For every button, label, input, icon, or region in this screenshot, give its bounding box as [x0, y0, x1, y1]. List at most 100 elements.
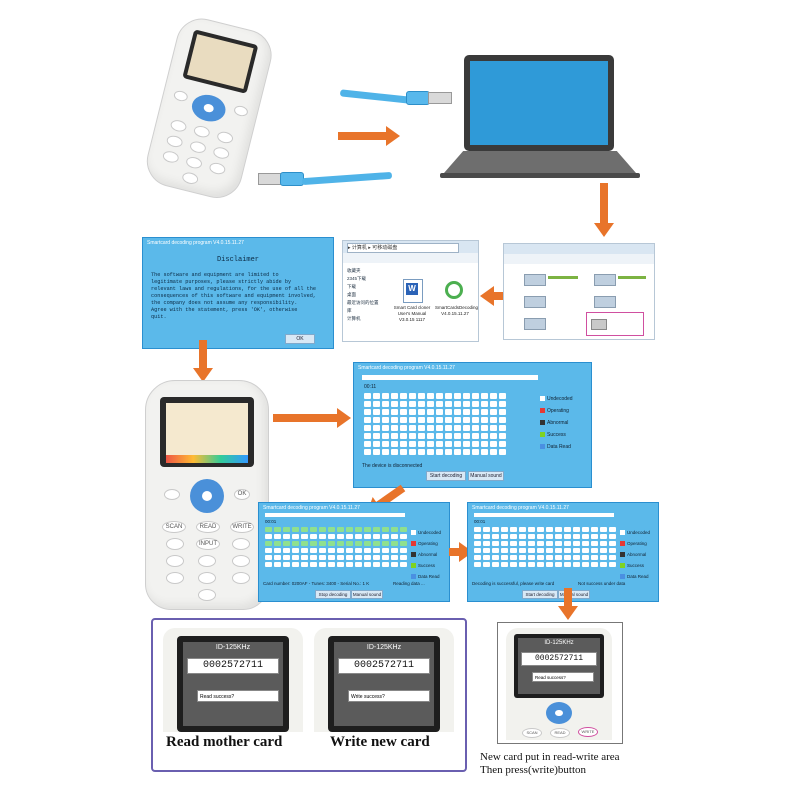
sidebar-item[interactable]: 收藏夹 [347, 268, 361, 273]
legend: Undecoded Operating Abnormal Success Dat… [620, 527, 650, 582]
sector-cell [301, 541, 308, 546]
sector-cell [490, 441, 497, 447]
sector-cell [445, 449, 452, 455]
sector-cell [600, 527, 607, 532]
sector-cell [555, 555, 562, 560]
sector-cell [310, 562, 317, 567]
sector-cell [555, 534, 562, 539]
sector-cell [301, 534, 308, 539]
sector-cell [274, 555, 281, 560]
sidebar-item[interactable]: 下载 [347, 284, 356, 289]
read-key[interactable]: READ [196, 521, 220, 533]
sector-cell [445, 417, 452, 423]
sector-cell [409, 409, 416, 415]
stop-decoding-button[interactable]: Stop decoding [315, 590, 351, 599]
sector-cell [355, 534, 362, 539]
sector-label: 00:01 [474, 519, 486, 524]
sector-cell [454, 393, 461, 399]
legend: Undecoded Operating Abnormal Success Dat… [411, 527, 441, 582]
caption-new-card-1: New card put in read-write area [480, 751, 620, 763]
sector-cell [319, 562, 326, 567]
scan-key[interactable]: SCAN [162, 521, 186, 533]
sector-cell [292, 541, 299, 546]
sector-cell [472, 409, 479, 415]
sector-cell [564, 541, 571, 546]
sector-label: 00:01 [265, 519, 277, 524]
sidebar-item[interactable]: 计算机 [347, 316, 361, 321]
app-icon[interactable] [445, 281, 463, 299]
dpad-icon [189, 91, 229, 125]
scan-key[interactable]: SCAN [522, 728, 542, 738]
disclaimer-heading: Disclaimer [216, 256, 259, 264]
manual-sound-button[interactable]: Manual sound [351, 590, 383, 599]
write-key[interactable]: WRITE [578, 727, 598, 737]
sector-cell [519, 562, 526, 567]
card-number: 0002572711 [521, 652, 597, 666]
sector-cell [474, 527, 481, 532]
sector-cell [490, 401, 497, 407]
sector-cell [400, 534, 407, 539]
sidebar-item[interactable]: 桌面 [347, 292, 356, 297]
sector-cell [283, 548, 290, 553]
sector-cell [364, 555, 371, 560]
dpad-icon[interactable] [190, 479, 224, 513]
sector-cell [292, 548, 299, 553]
sector-cell [555, 541, 562, 546]
sector-cell [346, 548, 353, 553]
sidebar-item[interactable]: 最近访问的位置 [347, 300, 379, 305]
sector-cell [391, 401, 398, 407]
sector-cell [582, 534, 589, 539]
sector-cell [391, 534, 398, 539]
sector-cell [283, 555, 290, 560]
sector-cell [481, 433, 488, 439]
sector-cell [490, 393, 497, 399]
read-key[interactable]: READ [550, 728, 570, 738]
sector-cell [591, 534, 598, 539]
sector-cell [582, 562, 589, 567]
sector-cell [265, 527, 272, 532]
write-key[interactable]: WRITE [230, 521, 254, 533]
legend: Undecoded Operating Abnormal Success Dat… [540, 393, 573, 453]
arrow-down-icon [558, 588, 578, 620]
dpad-icon[interactable] [546, 702, 572, 724]
window-title: Smartcard decoding program V4.0.15.11.27 [472, 505, 569, 511]
sector-cell [582, 548, 589, 553]
file-label[interactable]: SmartCardsDecoding V4.0.15.11.27 [435, 305, 479, 316]
ok-key[interactable]: OK [234, 489, 250, 500]
sector-cell [609, 534, 616, 539]
left-key[interactable] [164, 489, 180, 500]
input-key[interactable]: INPUT [196, 538, 220, 550]
card-type: ID-125KHz [544, 640, 574, 646]
sector-cell [600, 555, 607, 560]
sector-cell [265, 562, 272, 567]
ok-button[interactable]: OK [285, 334, 315, 344]
manual-sound-button[interactable]: Manual sound [468, 471, 504, 481]
sector-cell [436, 433, 443, 439]
sector-cell [373, 534, 380, 539]
sector-cell [528, 555, 535, 560]
explorer-sidebar: 收藏夹 2345下载 下载 桌面 最近访问的位置 库 计算机 [347, 267, 387, 323]
sector-cell [510, 541, 517, 546]
device-closeup-new: ID-125KHz 0002572711 Read success? SCAN … [506, 628, 612, 740]
sidebar-item[interactable]: 库 [347, 308, 352, 313]
sector-cell [418, 425, 425, 431]
sector-cell [501, 562, 508, 567]
sector-cell [409, 449, 416, 455]
address-bar[interactable]: ▸ 计算机 ▸ 可移动磁盘 [347, 243, 459, 253]
sector-cell [481, 401, 488, 407]
manual-sound-button[interactable]: Manual sound [558, 590, 590, 599]
sector-cell [382, 409, 389, 415]
sector-cell [391, 541, 398, 546]
start-decoding-button[interactable]: Start decoding [426, 471, 466, 481]
removable-disk-icon[interactable] [586, 312, 644, 336]
sidebar-item[interactable]: 2345下载 [347, 276, 367, 281]
sector-cell [418, 433, 425, 439]
sector-cell [265, 541, 272, 546]
word-doc-icon[interactable]: W [403, 279, 423, 303]
file-label[interactable]: Smart Card cloner User's Manual V3.0.15 … [393, 305, 431, 322]
sector-cell [373, 433, 380, 439]
sector-cell [346, 534, 353, 539]
start-decoding-button[interactable]: Start decoding [522, 590, 558, 599]
sector-cell [454, 425, 461, 431]
sector-cell [537, 534, 544, 539]
